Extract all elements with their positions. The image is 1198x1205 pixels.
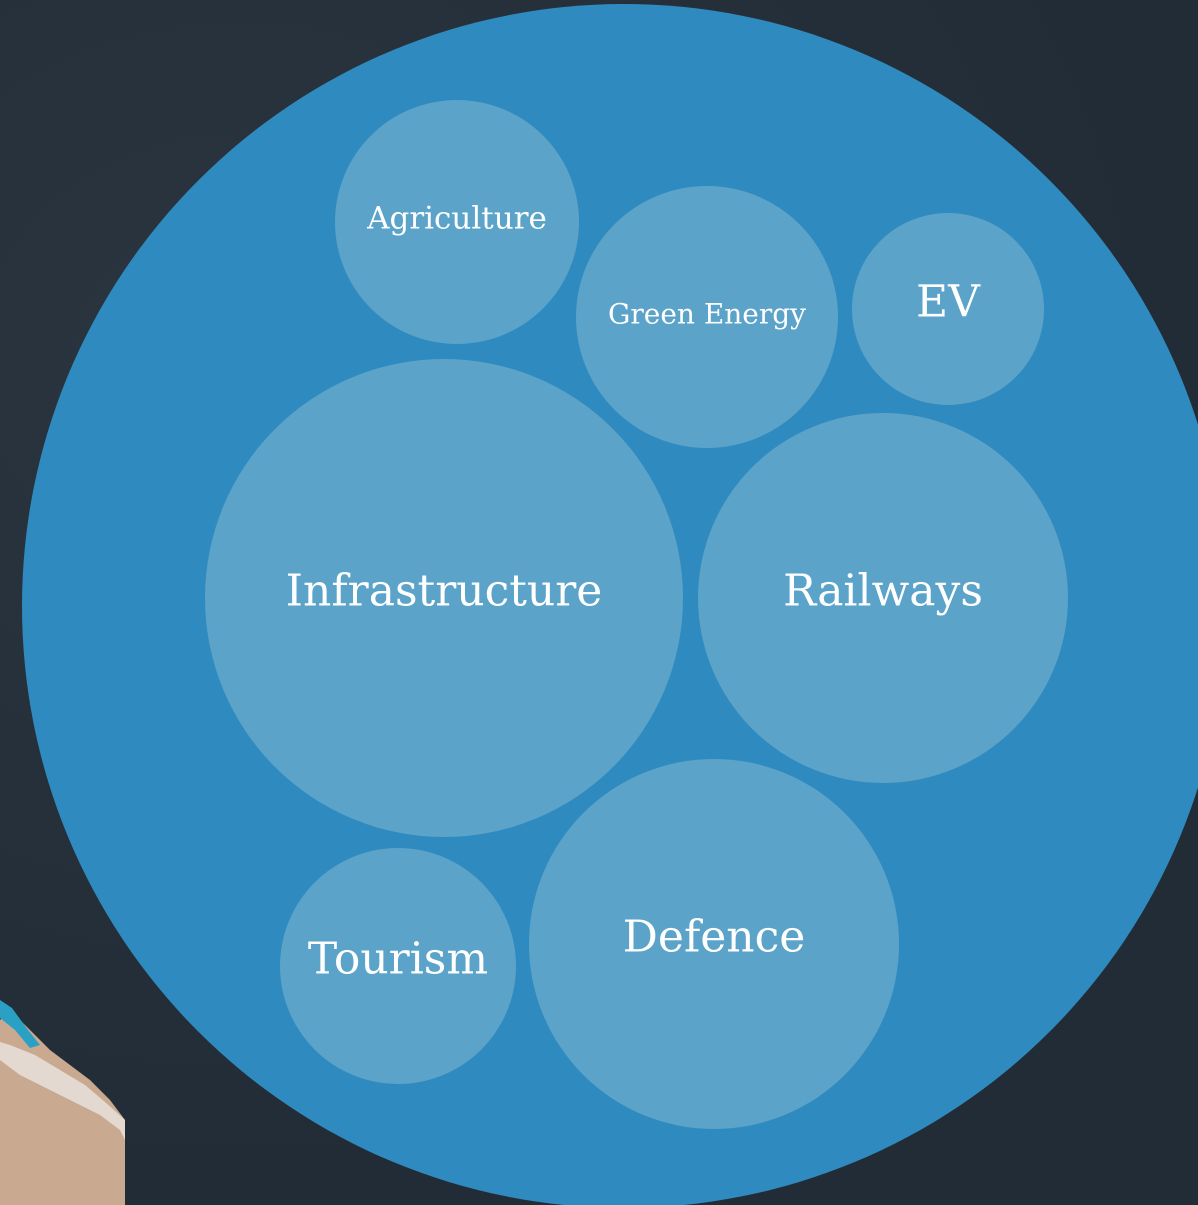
partial-image-fragment <box>0 1000 125 1205</box>
bubble-label-green-energy: Green Energy <box>608 298 806 331</box>
bubble-railways: Railways <box>698 413 1068 783</box>
bubble-infrastructure: Infrastructure <box>205 359 683 837</box>
bubble-tourism: Tourism <box>280 848 516 1084</box>
bubble-green-energy: Green Energy <box>576 186 838 448</box>
bubble-agriculture: Agriculture <box>335 100 579 344</box>
bubble-defence: Defence <box>529 759 899 1129</box>
bubble-label-railways: Railways <box>783 566 983 617</box>
bubble-ev: EV <box>852 213 1044 405</box>
bubble-label-tourism: Tourism <box>308 934 488 985</box>
bubble-label-infrastructure: Infrastructure <box>286 566 603 617</box>
bubble-label-agriculture: Agriculture <box>366 201 547 237</box>
bubble-label-ev: EV <box>916 277 981 328</box>
bubble-label-defence: Defence <box>623 912 806 963</box>
